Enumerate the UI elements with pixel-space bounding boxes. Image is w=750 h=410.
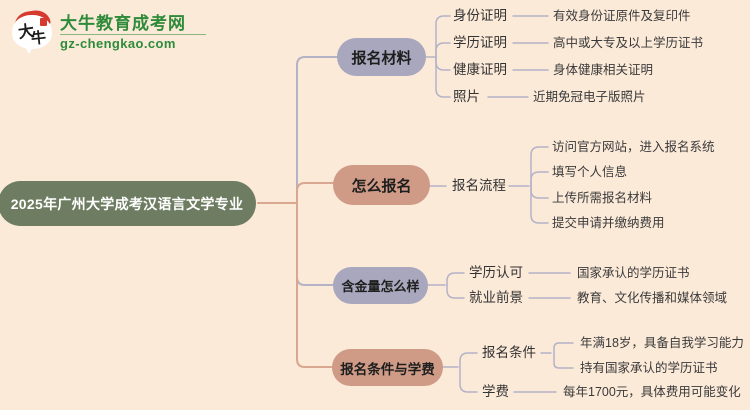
- leaf-condition-degree: 持有国家承认的学历证书: [580, 361, 718, 375]
- logo-bubble-tail: [24, 45, 34, 54]
- leaf-photo-detail: 近期免冠电子版照片: [533, 90, 646, 104]
- branch2-connector: [296, 182, 334, 204]
- sublabel-register-conditions: 报名条件: [482, 345, 536, 360]
- sublabel-health-proof: 健康证明: [453, 62, 507, 77]
- sublabel-edu-proof: 学历证明: [453, 35, 507, 50]
- sublabel-degree-recognition: 学历认可: [469, 265, 523, 280]
- logo-text: 大牛教育成考网 gz-chengkao.com: [60, 14, 206, 51]
- leaf-edu-proof-detail: 高中或大专及以上学历证书: [553, 36, 704, 50]
- leaf-degree-recognition-detail: 国家承认的学历证书: [577, 266, 690, 280]
- leaf-condition-age: 年满18岁，具备自我学习能力: [580, 336, 744, 350]
- branch-node-materials: 报名材料: [337, 38, 426, 76]
- sublabel-tuition: 学费: [482, 384, 509, 399]
- branch-node-value: 含金量怎么样: [333, 267, 428, 304]
- leaf-id-proof-detail: 有效身份证原件及复印件: [553, 9, 691, 23]
- logo-seal-icon: [40, 18, 47, 26]
- logo-bubble-icon: 大 牛: [12, 8, 54, 54]
- sublabel-id-proof: 身份证明: [453, 8, 507, 23]
- site-url: gz-chengkao.com: [60, 35, 176, 51]
- site-logo: 大 牛 大牛教育成考网 gz-chengkao.com: [12, 8, 206, 54]
- branch1-connector: [296, 56, 338, 204]
- leaf-flow-step-3: 上传所需报名材料: [552, 191, 653, 205]
- branch-node-how-to-register: 怎么报名: [333, 165, 430, 205]
- leaf-health-proof-detail: 身体健康相关证明: [553, 63, 654, 77]
- sublabel-photo: 照片: [453, 89, 480, 104]
- root-node: 2025年广州大学成考汉语言文学专业: [0, 181, 256, 226]
- site-name: 大牛教育成考网: [60, 13, 186, 33]
- leaf-flow-step-2: 填写个人信息: [552, 165, 628, 179]
- sublabel-register-flow: 报名流程: [452, 178, 506, 193]
- branch-node-conditions-tuition: 报名条件与学费: [332, 349, 443, 386]
- leaf-career-prospects-detail: 教育、文化传播和媒体领域: [577, 291, 728, 305]
- logo-char-niu: 牛: [30, 28, 47, 48]
- logo-divider: [60, 33, 206, 35]
- branch3-connector: [296, 202, 334, 286]
- leaf-flow-step-1: 访问官方网站，进入报名系统: [552, 140, 715, 154]
- branch4-connector: [296, 202, 333, 368]
- leaf-flow-step-4: 提交申请并缴纳费用: [552, 216, 665, 230]
- leaf-tuition-detail: 每年1700元，具体费用可能变化: [563, 385, 741, 399]
- sublabel-career-prospects: 就业前景: [469, 290, 523, 305]
